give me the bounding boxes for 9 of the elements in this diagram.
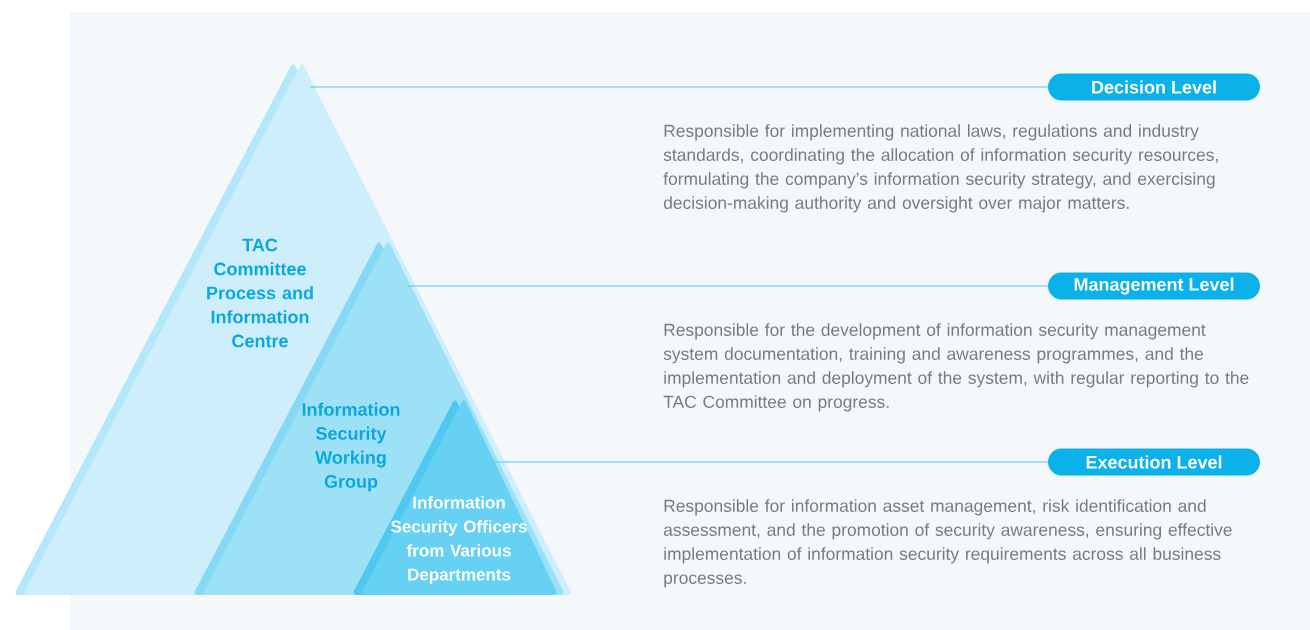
connector-line [406,285,1049,287]
connector-line [309,86,1049,88]
level-pill: Decision Level [1048,73,1260,101]
connector-line [492,461,1049,463]
description-text: Responsible for information asset management, risk identification and assessment, and the promotion of security awareness, ensuring effective implementation of information security requirements across all business processes. [663,499,1232,588]
description-text: Responsible for implementing national laws, regulations and industry standards, coordinating the allocation of information security resources, formulating the company’s information security strategy, and exercising decision-making authority and oversight over major matters. [663,124,1218,213]
description-text: Responsible for the development of information security management system documentation, training and awareness programmes, and the implementation and deployment of the system, with regular reporting to the TAC Committee on progress. [663,323,1249,412]
level-pill: Management Level [1048,272,1260,300]
level-pill: Execution Level [1048,448,1260,476]
